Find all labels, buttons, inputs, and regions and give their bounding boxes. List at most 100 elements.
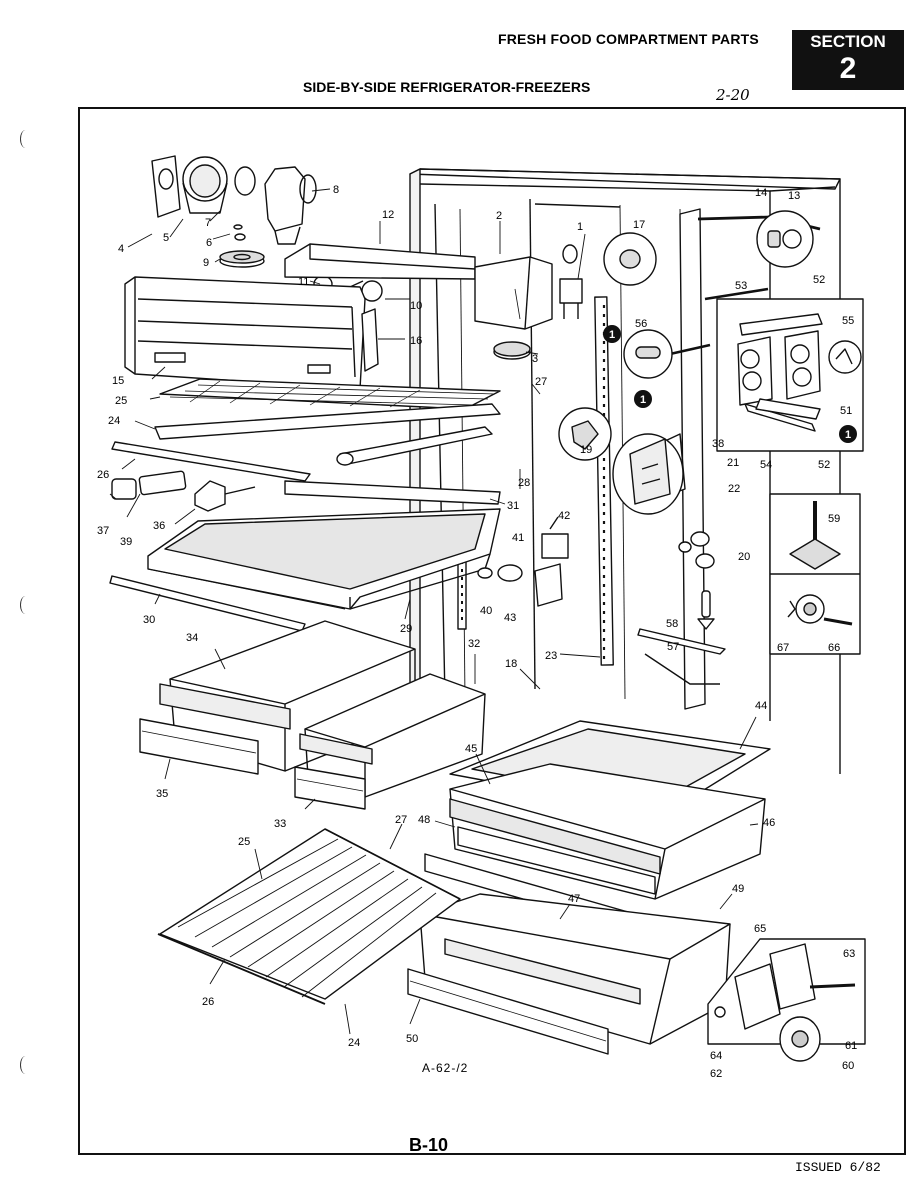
callout-61: 61 bbox=[845, 1040, 857, 1052]
callout-29: 29 bbox=[400, 623, 412, 635]
callout-43: 43 bbox=[504, 612, 516, 624]
callout-11: 11 bbox=[298, 276, 309, 288]
callout-46: 46 bbox=[763, 817, 775, 829]
callout-41: 41 bbox=[512, 532, 524, 544]
callout-14: 14 bbox=[755, 187, 767, 199]
light-socket-bracket bbox=[151, 155, 181, 218]
callout-57: 57 bbox=[667, 641, 679, 653]
door-liner bbox=[679, 208, 706, 710]
callout-66: 66 bbox=[828, 642, 840, 654]
callout-25-lower: 25 bbox=[238, 836, 250, 848]
binder-hole-bottom bbox=[20, 1056, 31, 1074]
light-shield bbox=[284, 243, 476, 280]
callout-42: 42 bbox=[558, 510, 570, 522]
meat-pan bbox=[449, 763, 766, 900]
cold-control-box bbox=[474, 256, 553, 330]
drawer-front-trim-left bbox=[139, 718, 259, 775]
callout-18: 18 bbox=[505, 658, 517, 670]
binder-hole-top bbox=[20, 130, 31, 148]
lower-pan-trim bbox=[407, 968, 609, 1055]
callout-28: 28 bbox=[518, 477, 530, 489]
callout-32: 32 bbox=[468, 638, 480, 650]
callout-21: 21 bbox=[727, 457, 739, 469]
detail-box-leveling-legs bbox=[769, 493, 861, 655]
callout-67: 67 bbox=[777, 642, 789, 654]
control-knob-housing bbox=[264, 166, 317, 245]
callout-65: 65 bbox=[754, 923, 766, 935]
callout-25: 25 bbox=[115, 395, 127, 407]
door-hinge-pins bbox=[678, 531, 715, 569]
callout-45: 45 bbox=[465, 743, 477, 755]
callout-7: 7 bbox=[205, 217, 211, 229]
page-subtitle: SIDE-BY-SIDE REFRIGERATOR-FREEZERS bbox=[303, 79, 591, 95]
drawer-front-trim-right bbox=[294, 766, 366, 810]
callout-22: 22 bbox=[728, 483, 740, 495]
note-marker-a-label: 1 bbox=[609, 329, 615, 341]
section-badge: SECTION 2 bbox=[792, 30, 904, 90]
thermostat-knob bbox=[493, 341, 531, 360]
callout-24-lower: 24 bbox=[348, 1037, 360, 1049]
callout-56: 56 bbox=[635, 318, 647, 330]
light-switch bbox=[559, 244, 583, 319]
callout-leader-lines bbox=[109, 188, 759, 1035]
control-housing-panel bbox=[124, 276, 366, 390]
door-spring bbox=[697, 590, 715, 630]
exploded-parts-diagram: 1 1 1 1 2 3 4 5 6 7 8 9 10 11 12 13 14 1… bbox=[97, 155, 866, 1080]
callout-24: 24 bbox=[108, 415, 120, 427]
callout-34: 34 bbox=[186, 632, 198, 644]
callout-9: 9 bbox=[203, 257, 209, 269]
callout-52-lower: 52 bbox=[818, 459, 830, 471]
callout-54: 54 bbox=[760, 459, 772, 471]
callout-38: 38 bbox=[712, 438, 724, 450]
callout-labels: 1 2 3 4 5 6 7 8 9 10 11 12 13 14 15 16 1… bbox=[97, 184, 857, 1080]
binder-hole-middle bbox=[20, 596, 31, 614]
callout-12: 12 bbox=[382, 209, 394, 221]
section-number: 2 bbox=[839, 52, 857, 85]
callout-26-lower: 26 bbox=[202, 996, 214, 1008]
note-marker-c-label: 1 bbox=[845, 429, 851, 441]
crisper-drawer-right bbox=[299, 673, 486, 798]
note-marker-b: 1 bbox=[634, 390, 652, 408]
callout-13: 13 bbox=[788, 190, 800, 202]
shelf-front-trim-upper bbox=[111, 441, 311, 482]
detail-box-shelf-bracket bbox=[716, 298, 864, 452]
callout-51: 51 bbox=[840, 405, 852, 417]
callout-23: 23 bbox=[545, 650, 557, 662]
section-label: SECTION bbox=[810, 32, 886, 51]
shelf-rear-bracket bbox=[284, 480, 501, 505]
callout-5: 5 bbox=[163, 232, 169, 244]
callout-53: 53 bbox=[735, 280, 747, 292]
callout-6: 6 bbox=[206, 237, 212, 249]
callout-20: 20 bbox=[738, 551, 750, 563]
crisper-drawer-left bbox=[159, 620, 416, 772]
shelf-support-rail bbox=[594, 296, 614, 666]
callout-52: 52 bbox=[813, 274, 825, 286]
control-bracket bbox=[361, 308, 379, 372]
detail-circle-stud bbox=[558, 407, 612, 461]
callout-27-lower: 27 bbox=[395, 814, 407, 826]
callout-27: 27 bbox=[535, 376, 547, 388]
page-code: B-10 bbox=[409, 1135, 449, 1155]
drawing-reference-code: A-62-/2 bbox=[422, 1061, 469, 1075]
callout-31: 31 bbox=[507, 500, 519, 512]
callout-59: 59 bbox=[828, 513, 840, 525]
callout-55: 55 bbox=[842, 315, 854, 327]
callout-33: 33 bbox=[274, 818, 286, 830]
detail-circle-cap bbox=[756, 210, 814, 268]
callout-35: 35 bbox=[156, 788, 168, 800]
page-header-title: FRESH FOOD COMPARTMENT PARTS bbox=[498, 31, 759, 47]
callout-4: 4 bbox=[118, 243, 124, 255]
callout-39: 39 bbox=[120, 536, 132, 548]
handwritten-note: 2-20 bbox=[716, 86, 750, 104]
callout-36: 36 bbox=[153, 520, 165, 532]
callout-26: 26 bbox=[97, 469, 109, 481]
callout-44: 44 bbox=[755, 700, 767, 712]
callout-17: 17 bbox=[633, 219, 645, 231]
hinge-bracket bbox=[534, 563, 563, 607]
callout-48: 48 bbox=[418, 814, 430, 826]
callout-50: 50 bbox=[406, 1033, 418, 1045]
callout-10: 10 bbox=[410, 300, 422, 312]
lower-wire-shelf bbox=[157, 828, 461, 1005]
note-marker-a: 1 bbox=[603, 325, 621, 343]
note-marker-c: 1 bbox=[839, 425, 857, 443]
